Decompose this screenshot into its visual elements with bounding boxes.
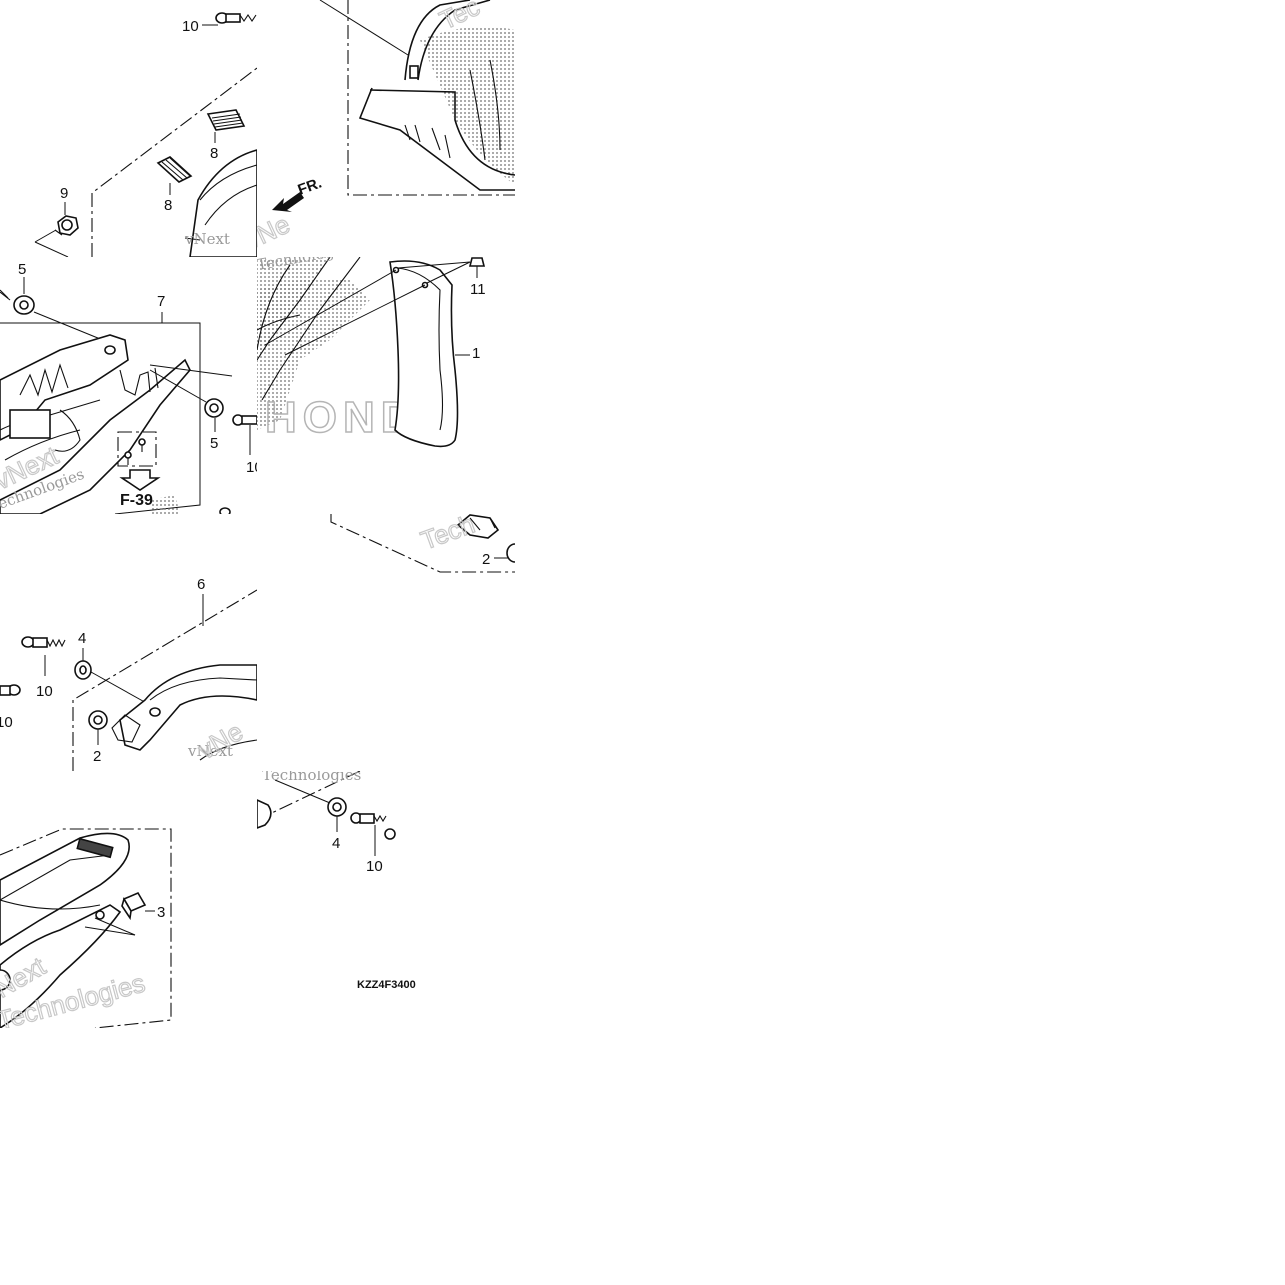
diagram-code: KZZ4F3400 [357, 979, 416, 991]
tile-middle-middle: HONDA 11 1 Technologies [257, 257, 486, 448]
pad-3 [121, 891, 147, 921]
tile-bottom-left: 3 vNext Technologies [0, 828, 172, 1028]
tile-top-left: 10 8 8 9 vNext [34, 12, 257, 257]
callout-9: 9 [60, 185, 68, 202]
grommet-2-left [88, 710, 108, 730]
callout-6: 6 [197, 576, 205, 593]
callout-4-a: 4 [78, 630, 86, 647]
grommet-5-upper [13, 295, 35, 315]
bolt-10-far-left [0, 684, 21, 696]
reference-label: F-39 [120, 492, 153, 509]
bolt-10-lower [21, 636, 66, 648]
front-label: FR. [296, 175, 325, 199]
watermark-w9: Technologies [262, 766, 361, 784]
grommet-4-right [327, 797, 347, 817]
screw-11 [468, 257, 486, 267]
front-direction-arrow: FR. [272, 175, 324, 212]
callout-8-b: 8 [164, 197, 172, 214]
callout-10-e: 10 [366, 858, 383, 875]
callout-5-b: 5 [210, 435, 218, 452]
callout-10-a: 10 [182, 18, 199, 35]
callout-7: 7 [157, 293, 165, 310]
grommet-5-lower [204, 398, 224, 418]
callout-5-a: 5 [18, 261, 26, 278]
callout-4-b: 4 [332, 835, 340, 852]
bolt-10-middle [232, 414, 257, 426]
callout-11: 11 [470, 281, 486, 298]
tile-bottom-middle: 4 10 Technologies KZZ4F3400 [257, 766, 416, 991]
rear-fender-panel-1 [389, 260, 459, 448]
pad-8-lower [156, 156, 193, 183]
callout-2-b: 2 [93, 748, 101, 765]
grommet-2-right [506, 543, 515, 563]
bolt-10-top [215, 12, 257, 24]
callout-10-b: 10 [246, 459, 263, 476]
tile-middle-left: F-39 5 7 5 10 vNext Technologies [0, 261, 263, 514]
watermark-w7: Tech [417, 509, 479, 556]
bolt-10-bottom [350, 812, 396, 840]
clip-9 [54, 215, 79, 236]
reference-arrow [119, 469, 161, 491]
tile-lower-middle: 2 Tech [330, 509, 515, 573]
callout-3: 3 [157, 904, 165, 921]
callout-10-d: 10 [0, 714, 13, 731]
tile-top-middle: FR. Tec vNe [257, 0, 515, 256]
pad-8-upper [206, 109, 246, 131]
callout-1: 1 [472, 345, 480, 362]
bracket-edge [456, 514, 500, 539]
watermark-w1: vNext [184, 230, 230, 248]
watermark-w8: vNext [187, 742, 233, 760]
grommet-4-left [74, 660, 92, 680]
callout-8-a: 8 [210, 145, 218, 162]
tile-lower-left: 6 4 10 10 2 vNext vNe [0, 576, 257, 771]
callout-10-c: 10 [36, 683, 53, 700]
callout-2-a: 2 [482, 551, 490, 568]
